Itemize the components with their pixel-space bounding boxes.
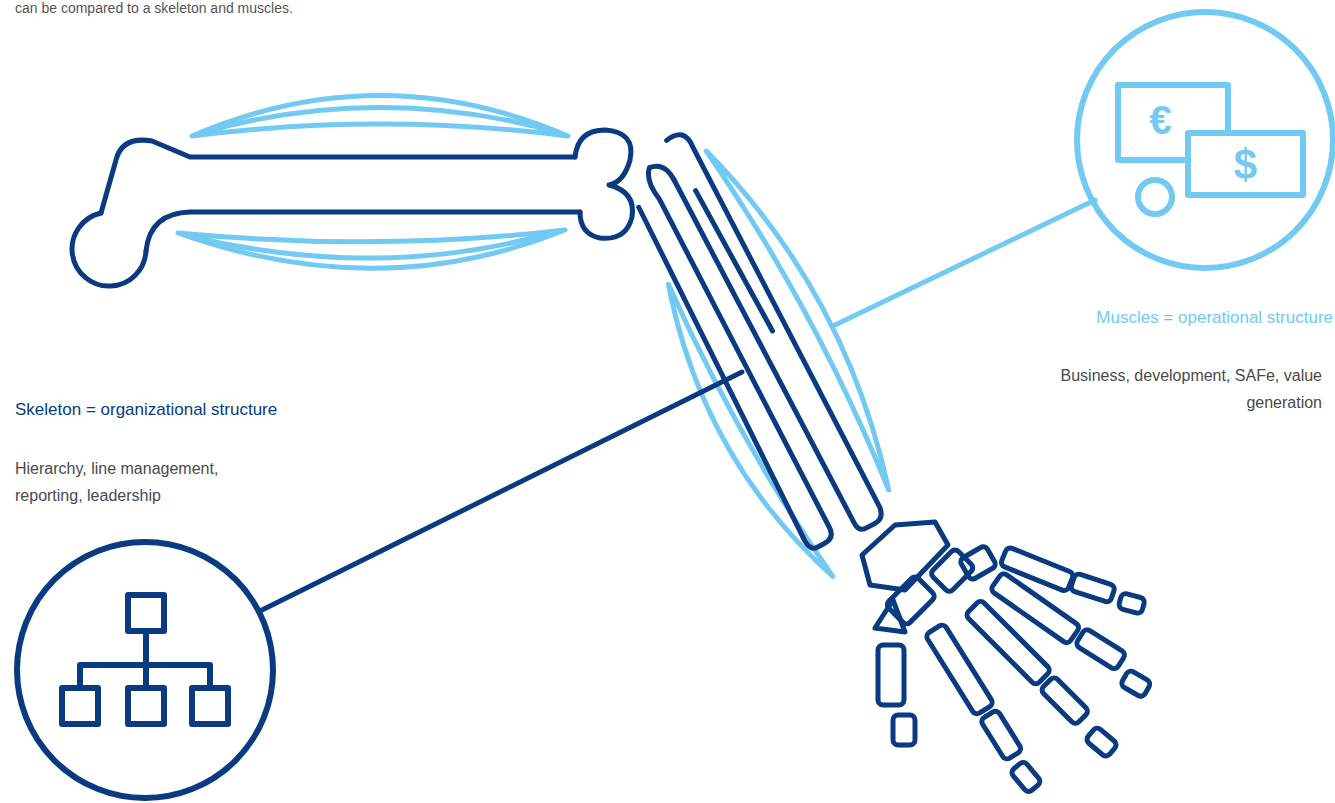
hand-bones xyxy=(862,522,1152,793)
euro-symbol: € xyxy=(1138,98,1183,142)
dollar-symbol: $ xyxy=(1223,142,1268,188)
muscles-description: Business, development, SAFe, value gener… xyxy=(1060,362,1322,416)
money-icon xyxy=(1077,12,1333,268)
leader-line xyxy=(835,200,1095,325)
forearm-bone xyxy=(608,130,889,556)
org-chart-icon xyxy=(17,542,273,798)
upper-arm-muscle xyxy=(178,96,568,269)
leader-line xyxy=(262,372,742,610)
intro-text: can be compared to a skeleton and muscle… xyxy=(15,0,615,16)
muscles-heading: Muscles = operational structure xyxy=(1000,308,1333,328)
humerus-bone xyxy=(72,130,632,286)
skeleton-heading: Skeleton = organizational structure xyxy=(15,400,415,420)
skeleton-description: Hierarchy, line management, reporting, l… xyxy=(15,455,255,509)
